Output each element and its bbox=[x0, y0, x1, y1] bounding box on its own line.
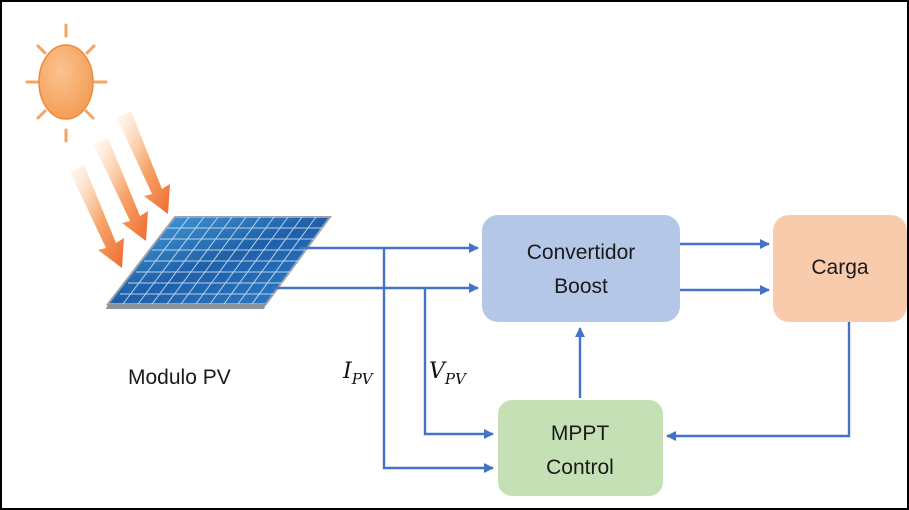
load-to-mppt-wire bbox=[666, 322, 851, 441]
converter-label-line2: Boost bbox=[554, 275, 608, 298]
voltage-label: VPV bbox=[429, 359, 468, 388]
mppt-label-line1: MPPT bbox=[551, 422, 610, 445]
sunlight-rays-icon bbox=[70, 111, 170, 268]
voltage-sense-wire bbox=[423, 288, 494, 439]
sun-icon bbox=[25, 23, 108, 143]
load-block: Carga bbox=[773, 215, 907, 322]
mppt-control-block: MPPT Control bbox=[498, 400, 663, 496]
signal-wires bbox=[272, 239, 851, 473]
converter-block: Convertidor Boost bbox=[482, 215, 680, 322]
solar-panel-icon bbox=[105, 216, 332, 309]
converter-label-line1: Convertidor bbox=[527, 241, 636, 264]
load-label: Carga bbox=[811, 256, 869, 279]
pv-module-label: Modulo PV bbox=[128, 366, 231, 389]
mppt-label-line2: Control bbox=[546, 456, 614, 479]
current-label: IPV bbox=[342, 359, 375, 388]
current-sense-wire bbox=[382, 248, 494, 473]
